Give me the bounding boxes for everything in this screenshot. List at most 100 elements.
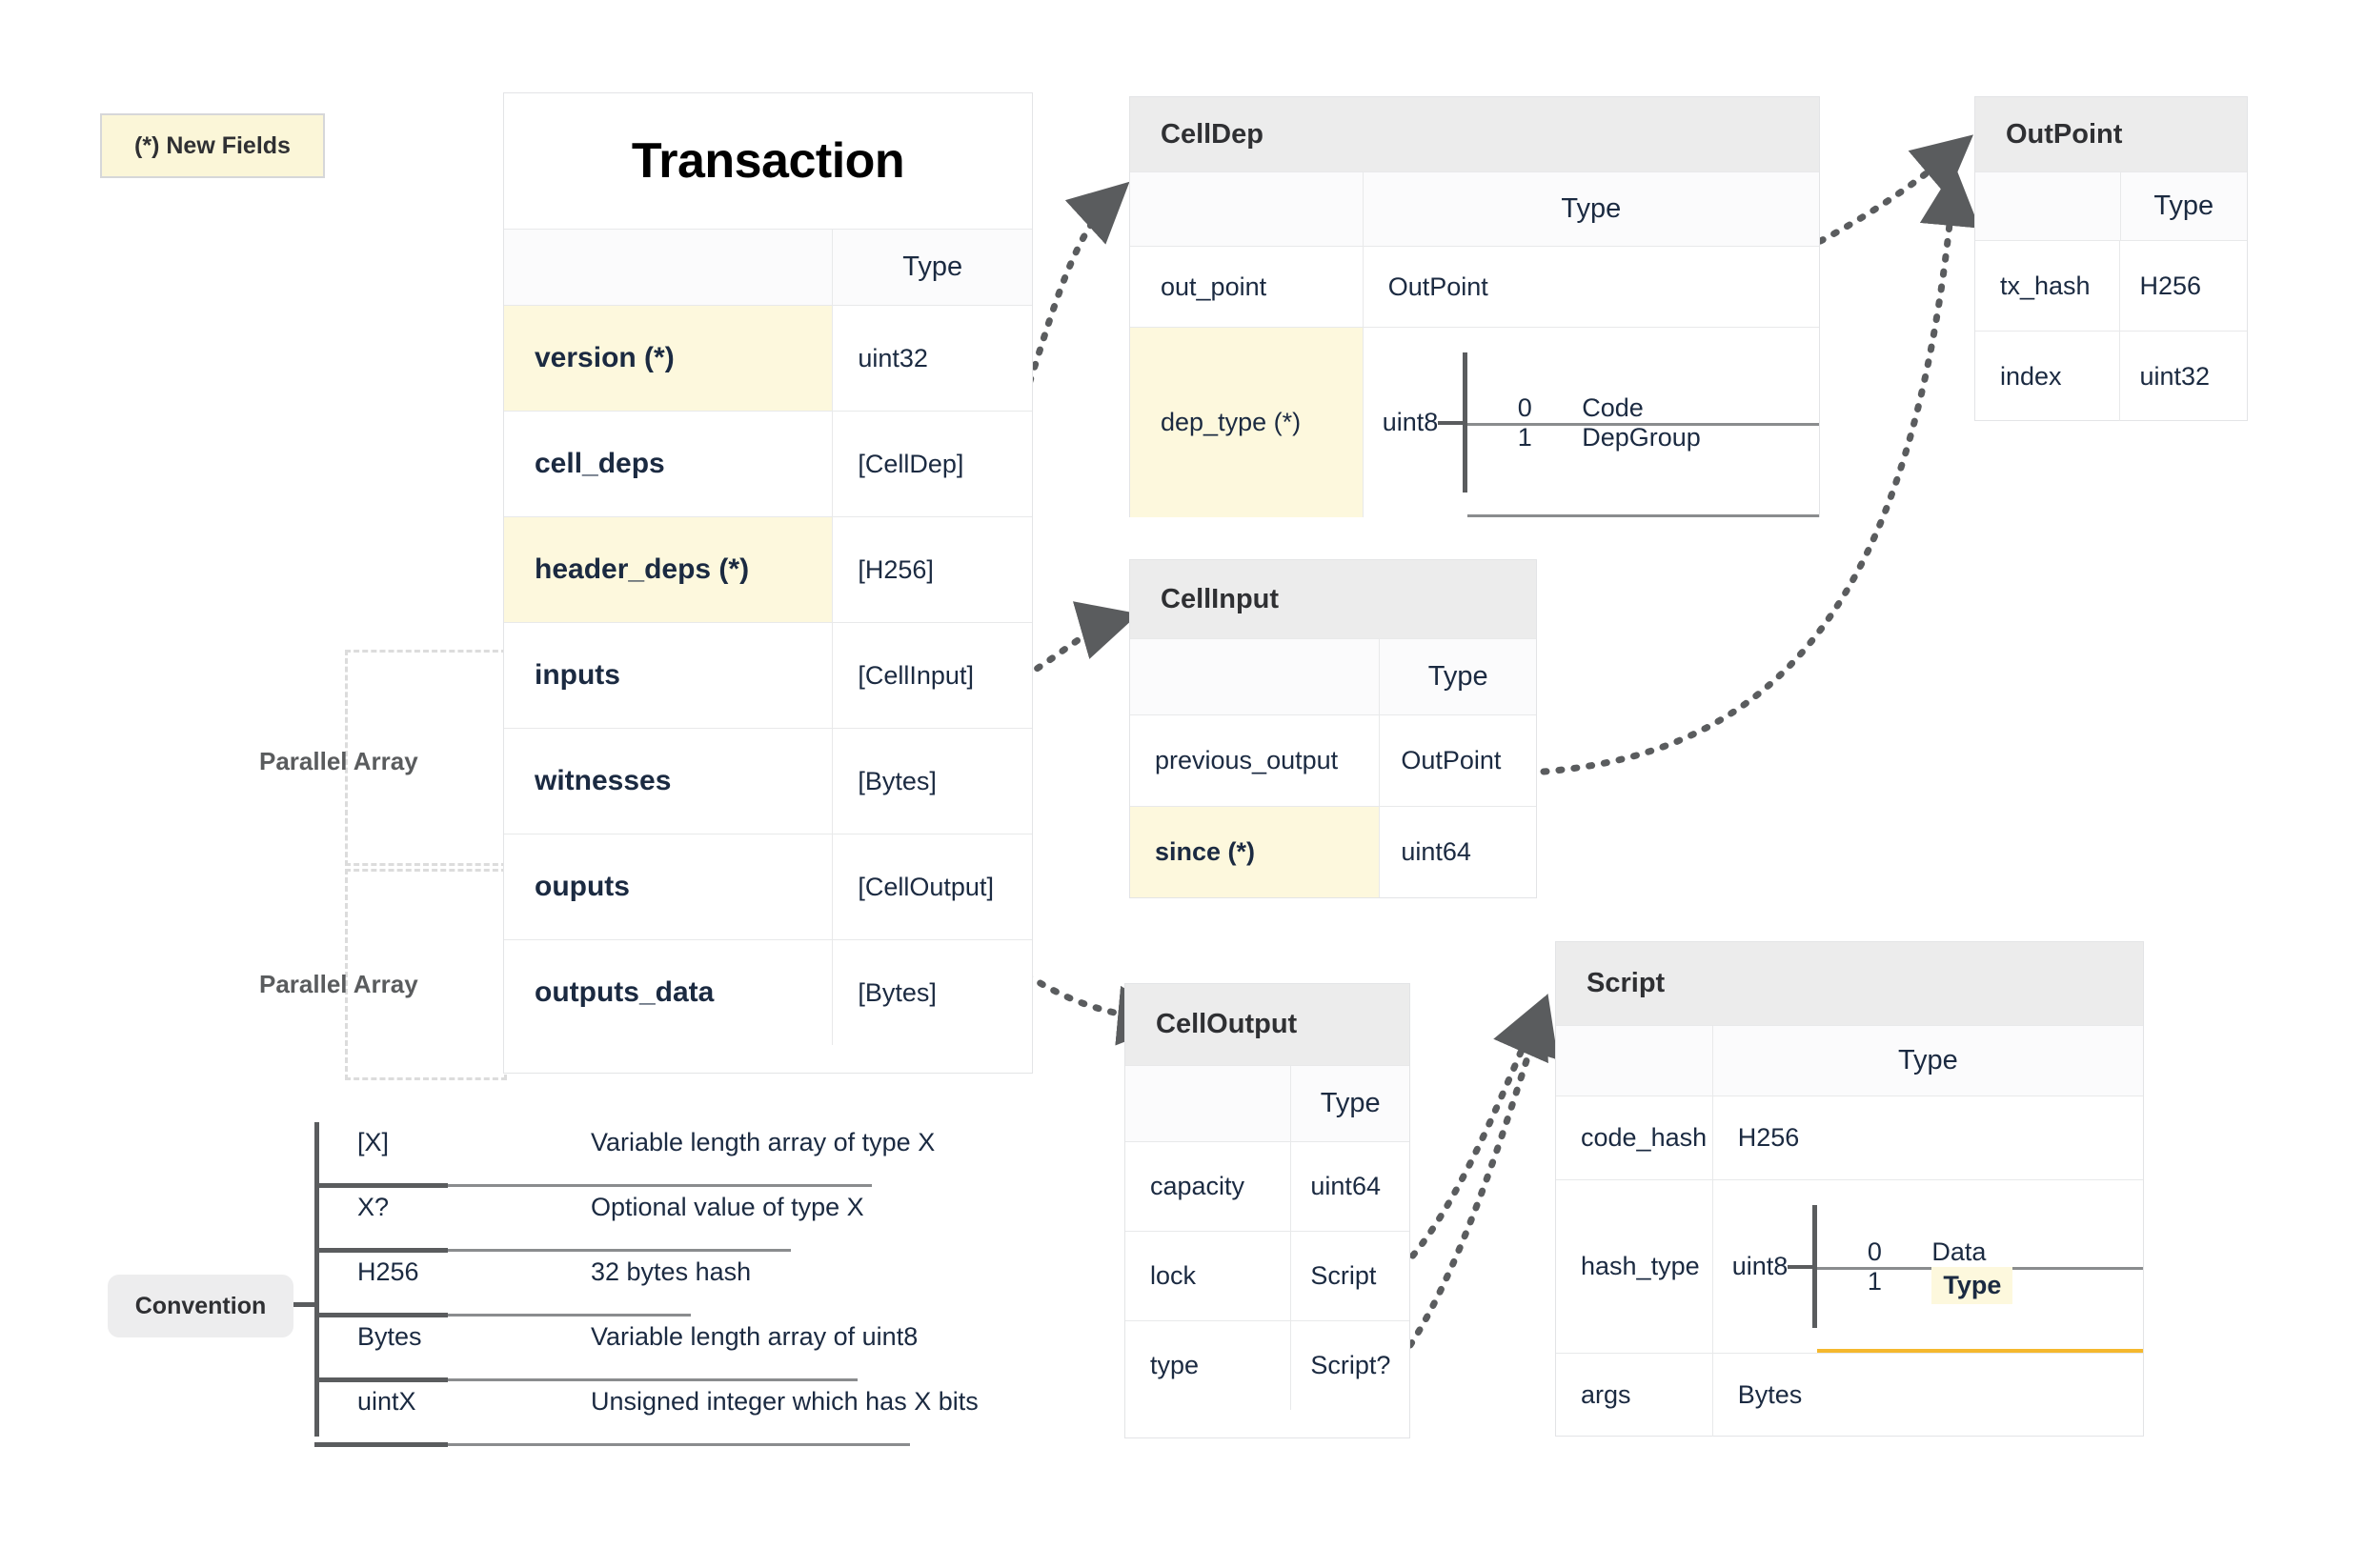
field-name: code_hash bbox=[1581, 1123, 1708, 1152]
table-row: header_deps (*) [H256] bbox=[504, 516, 1032, 622]
convention-divider-cap bbox=[314, 1313, 448, 1317]
field-type-enum: uint8 0 Data 1 Type bbox=[1711, 1180, 2143, 1353]
field-name: cell_deps bbox=[535, 448, 665, 479]
field-name: dep_type (*) bbox=[1161, 408, 1302, 436]
convention-key: [X] bbox=[357, 1128, 390, 1156]
enum-option: 1 Type bbox=[1817, 1266, 2143, 1354]
field-name: since (*) bbox=[1155, 837, 1256, 866]
field-type: uint32 bbox=[832, 306, 1032, 411]
convention-list: [X] Variable length array of type X X? O… bbox=[314, 1122, 1067, 1447]
field-name: capacity bbox=[1150, 1172, 1245, 1200]
convention-description: Optional value of type X bbox=[591, 1193, 864, 1221]
field-name: outputs_data bbox=[535, 976, 715, 1008]
convention-divider bbox=[314, 1378, 858, 1381]
convention-description: 32 bytes hash bbox=[591, 1257, 752, 1286]
field-name: ouputs bbox=[535, 871, 630, 902]
convention-key: Bytes bbox=[357, 1322, 422, 1351]
enum-widget: uint8 0 Data 1 Type bbox=[1732, 1180, 2143, 1353]
field-type: uint64 bbox=[1379, 807, 1536, 897]
column-header-type: Type bbox=[1379, 639, 1536, 714]
parallel-array-label-1: Parallel Array bbox=[259, 747, 418, 775]
convention-stem bbox=[293, 1302, 318, 1307]
field-type: uint64 bbox=[1290, 1142, 1409, 1231]
table-cellinput: CellInput Type previous_output OutPoint … bbox=[1129, 559, 1537, 898]
table-script-column-header: Type bbox=[1556, 1025, 2143, 1096]
convention-divider bbox=[314, 1249, 791, 1252]
blank-header-cell bbox=[1125, 1066, 1290, 1141]
enum-divider-top bbox=[1467, 422, 1819, 426]
wire-inputs-to-cellinput bbox=[1021, 601, 1140, 680]
convention-divider bbox=[314, 1314, 691, 1317]
field-type: [Bytes] bbox=[832, 940, 1032, 1045]
field-name: witnesses bbox=[535, 765, 672, 796]
enum-option-value: Data bbox=[1931, 1236, 1987, 1266]
field-name: hash_type bbox=[1581, 1252, 1700, 1280]
table-row: out_point OutPoint bbox=[1130, 246, 1819, 327]
convention-entry: H256 32 bytes hash bbox=[314, 1252, 1067, 1317]
field-name: index bbox=[2000, 361, 2062, 391]
table-row: previous_output OutPoint bbox=[1130, 714, 1536, 806]
convention-divider bbox=[314, 1443, 910, 1446]
table-row: capacity uint64 bbox=[1125, 1141, 1409, 1231]
enum-option-key: 0 bbox=[1867, 1236, 1882, 1266]
field-name: out_point bbox=[1161, 271, 1267, 301]
new-fields-legend: (*) New Fields bbox=[100, 113, 325, 178]
field-type: [H256] bbox=[832, 517, 1032, 622]
column-header-type: Type bbox=[1362, 172, 1819, 246]
field-name: previous_output bbox=[1155, 746, 1339, 774]
field-type: [CellDep] bbox=[832, 412, 1032, 516]
field-type: OutPoint bbox=[1362, 247, 1819, 327]
enum-stem bbox=[1788, 1264, 1813, 1269]
table-row: dep_type (*) uint8 0 Code 1 bbox=[1130, 327, 1819, 517]
table-row: lock Script bbox=[1125, 1231, 1409, 1320]
field-type: [CellOutput] bbox=[832, 834, 1032, 939]
convention-key: H256 bbox=[357, 1257, 419, 1286]
field-name: inputs bbox=[535, 659, 620, 691]
enum-base-type: uint8 bbox=[1382, 408, 1439, 436]
blank-header-cell bbox=[1556, 1026, 1712, 1096]
field-name: lock bbox=[1150, 1261, 1197, 1290]
field-type: H256 bbox=[2119, 241, 2247, 331]
field-name: header_deps (*) bbox=[535, 553, 750, 585]
convention-key: uintX bbox=[357, 1387, 416, 1416]
enum-option: 0 Data bbox=[1817, 1180, 2143, 1267]
table-row: tx_hash H256 bbox=[1975, 240, 2247, 331]
table-row: version (*) uint32 bbox=[504, 305, 1032, 411]
blank-header-cell bbox=[504, 230, 832, 305]
field-type: uint32 bbox=[2119, 332, 2247, 421]
table-transaction: Transaction Type version (*) uint32 cell… bbox=[503, 92, 1033, 1074]
convention-key: X? bbox=[357, 1193, 390, 1221]
table-row: outputs_data [Bytes] bbox=[504, 939, 1032, 1045]
table-transaction-column-header: Type bbox=[504, 229, 1032, 305]
table-cellinput-title: CellInput bbox=[1130, 560, 1536, 638]
blank-header-cell bbox=[1975, 172, 2120, 240]
table-celloutput-title: CellOutput bbox=[1125, 984, 1409, 1065]
convention-description: Unsigned integer which has X bits bbox=[591, 1387, 979, 1416]
table-celldep: CellDep Type out_point OutPoint dep_type… bbox=[1129, 96, 1820, 517]
table-celldep-column-header: Type bbox=[1130, 171, 1819, 246]
convention-entry: Bytes Variable length array of uint8 bbox=[314, 1317, 1067, 1382]
convention-divider-cap bbox=[314, 1248, 448, 1253]
table-cellinput-column-header: Type bbox=[1130, 638, 1536, 714]
field-type-enum: uint8 0 Code 1 DepGroup bbox=[1362, 328, 1819, 517]
field-type: Script? bbox=[1290, 1321, 1409, 1410]
enum-option-key: 0 bbox=[1517, 392, 1532, 422]
enum-options: 0 Code 1 DepGroup bbox=[1467, 328, 1819, 517]
table-row: args Bytes bbox=[1556, 1353, 2143, 1437]
field-name: version (*) bbox=[535, 342, 675, 373]
field-type: Script bbox=[1290, 1232, 1409, 1320]
table-row: code_hash H256 bbox=[1556, 1096, 2143, 1179]
convention-divider-cap bbox=[314, 1377, 448, 1382]
table-row: witnesses [Bytes] bbox=[504, 728, 1032, 834]
enum-option: 0 Code bbox=[1467, 328, 1819, 423]
field-type: [CellInput] bbox=[832, 623, 1032, 728]
convention-entry: [X] Variable length array of type X bbox=[314, 1122, 1067, 1188]
table-transaction-title: Transaction bbox=[504, 93, 1032, 229]
convention-description: Variable length array of uint8 bbox=[591, 1322, 919, 1351]
enum-divider-bottom-highlight bbox=[1817, 1349, 2143, 1353]
column-header-type: Type bbox=[1290, 1066, 1409, 1141]
enum-option-key: 1 bbox=[1517, 422, 1532, 452]
table-row: ouputs [CellOutput] bbox=[504, 834, 1032, 939]
table-celloutput-column-header: Type bbox=[1125, 1065, 1409, 1141]
